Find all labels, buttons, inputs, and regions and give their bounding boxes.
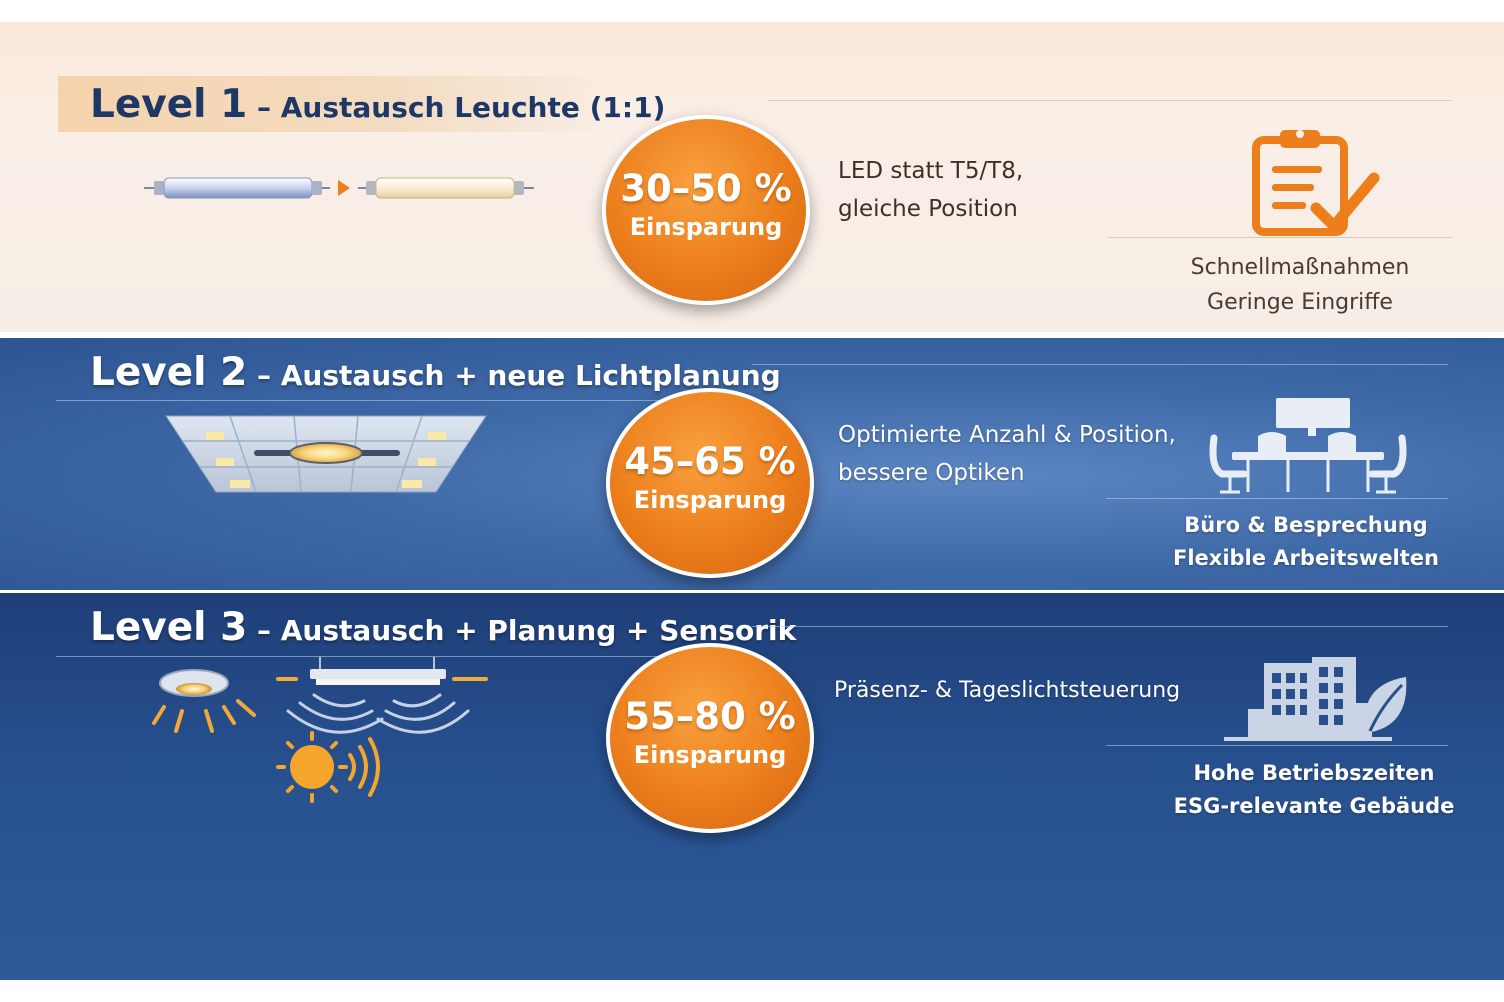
level-3-savings-badge: 55–80 % Einsparung	[606, 643, 814, 833]
level-2-description-line-1: Optimierte Anzahl & Position,	[838, 422, 1176, 448]
level-2-side-divider	[1106, 498, 1448, 499]
level-1-side-divider	[1108, 237, 1452, 238]
level-2-use-case-line-2: Flexible Arbeitswelten	[1172, 546, 1439, 570]
level-1-savings-range: 30–50 %	[620, 167, 792, 210]
level-1-subtitle: – Austausch Leuchte (1:1)	[247, 91, 666, 124]
level-3-title-underline	[56, 656, 686, 657]
level-2-savings-range: 45–65 %	[624, 440, 796, 483]
level-3-divider	[752, 626, 1448, 627]
level-3-label: Level 3	[90, 605, 248, 650]
level-2-savings-badge: 45–65 % Einsparung	[606, 388, 814, 578]
level-3-description: Präsenz- & Tageslichtsteuerung	[834, 672, 1180, 710]
level-1-section: Level 1 – Austausch Leuchte (1:1) 30–50 …	[0, 22, 1504, 332]
level-3-use-case: Hohe Betriebszeiten ESG-relevante Gebäud…	[1164, 757, 1464, 823]
tube-lamp-replacement-icon	[144, 177, 534, 199]
level-2-label: Level 2	[90, 350, 248, 395]
level-1-use-case-line-2: Geringe Eingriffe	[1207, 290, 1393, 315]
level-2-subtitle: – Austausch + neue Lichtplanung	[247, 359, 781, 392]
level-2-section: Level 2 – Austausch + neue Lichtplanung	[0, 338, 1504, 590]
level-2-title-underline	[56, 400, 686, 401]
level-1-title-bar	[58, 76, 618, 132]
level-2-description: Optimierte Anzahl & Position, bessere Op…	[838, 416, 1176, 492]
level-3-use-case-line-1: Hohe Betriebszeiten	[1193, 761, 1435, 785]
level-1-description: LED statt T5/T8, gleiche Position	[838, 152, 1023, 228]
level-1-use-case: Schnellmaßnahmen Geringe Eingriffe	[1150, 250, 1450, 320]
level-2-savings-label: Einsparung	[633, 486, 787, 514]
level-1-savings-badge: 30–50 % Einsparung	[602, 115, 810, 305]
level-3-savings-label: Einsparung	[633, 741, 787, 769]
level-1-use-case-line-1: Schnellmaßnahmen	[1190, 255, 1410, 280]
level-2-divider	[752, 364, 1448, 365]
level-3-subtitle: – Austausch + Planung + Sensorik	[247, 614, 797, 647]
ceiling-grid-lighting-icon	[165, 415, 487, 493]
level-2-use-case: Büro & Besprechung Flexible Arbeitswelte…	[1156, 509, 1456, 575]
level-1-description-line-2: gleiche Position	[838, 196, 1018, 222]
level-3-savings-range: 55–80 %	[624, 695, 796, 738]
level-1-title: Level 1 – Austausch Leuchte (1:1)	[90, 82, 665, 127]
level-1-divider	[768, 100, 1452, 101]
level-2-title: Level 2 – Austausch + neue Lichtplanung	[90, 350, 781, 395]
level-1-savings-label: Einsparung	[629, 213, 783, 241]
level-1-description-line-1: LED statt T5/T8,	[838, 158, 1024, 184]
level-3-side-divider	[1106, 745, 1448, 746]
level-3-description-line-1: Präsenz- & Tageslichtsteuerung	[834, 678, 1181, 703]
level-1-label: Level 1	[90, 82, 248, 127]
sensor-daylight-icon	[152, 657, 488, 803]
level-2-use-case-line-1: Büro & Besprechung	[1184, 513, 1428, 537]
level-3-title: Level 3 – Austausch + Planung + Sensorik	[90, 605, 796, 650]
clipboard-check-icon	[1252, 130, 1380, 236]
level-3-section: Level 3 – Austausch + Planung + Sensorik	[0, 593, 1504, 980]
level-2-description-line-2: bessere Optiken	[838, 460, 1025, 486]
green-building-icon	[1224, 657, 1407, 741]
level-3-use-case-line-2: ESG-relevante Gebäude	[1173, 794, 1455, 818]
office-meeting-icon	[1209, 398, 1407, 494]
